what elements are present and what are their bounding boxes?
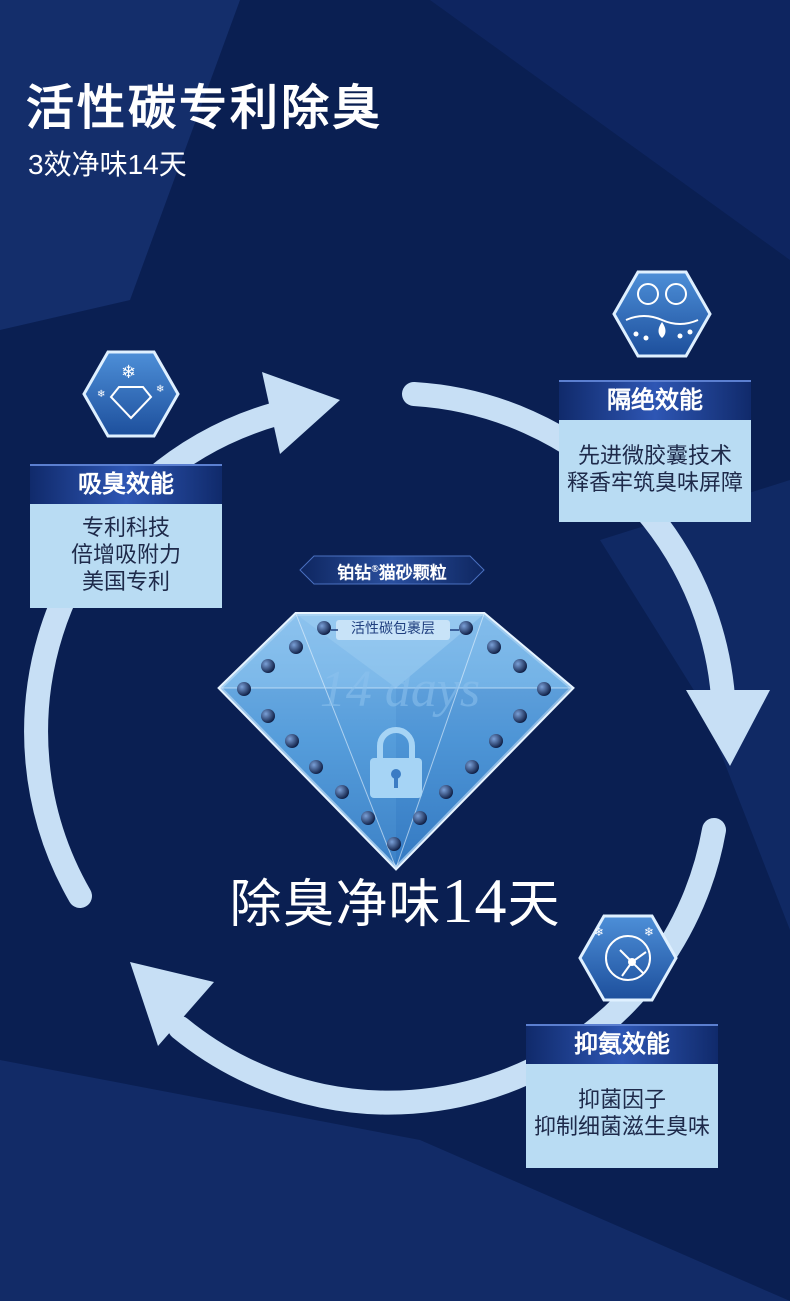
diamond-graphic: [217, 612, 575, 871]
carbon-beads: [237, 621, 551, 851]
bg-panel-top-left: [0, 0, 240, 330]
bacteria-inhibit-icon: ❄ ❄: [578, 914, 678, 1002]
card-barrier: 隔绝效能 先进微胶囊技术 释香牢筑臭味屏障: [559, 380, 751, 522]
card-absorb-line-2: 倍增吸附力: [70, 542, 181, 567]
card-absorb-body: 专利科技 倍增吸附力 美国专利: [30, 504, 222, 608]
card-ammonia-line-1: 抑菌因子: [577, 1087, 666, 1112]
center-title: 除臭净味14天: [0, 862, 790, 938]
lock-icon: [377, 727, 415, 760]
arrow-heads: [130, 372, 770, 1046]
center-title-text: 除臭净味: [229, 877, 442, 934]
microcapsule-barrier-icon: [612, 270, 712, 358]
card-ammonia-body: 抑菌因子 抑制细菌滋生臭味: [526, 1064, 718, 1168]
svg-text:❄: ❄: [594, 925, 604, 939]
card-barrier-title: 隔绝效能: [559, 380, 751, 420]
card-barrier-body: 先进微胶囊技术 释香牢筑臭味屏障: [559, 420, 751, 522]
svg-text:❄: ❄: [97, 389, 105, 400]
card-absorb-line-3: 美国专利: [81, 569, 170, 594]
diamond-snowflake-icon: ❄ ❄ ❄: [82, 350, 180, 438]
days-watermark: 14 days: [319, 661, 481, 718]
card-ammonia: 抑氨效能 抑菌因子 抑制细菌滋生臭味: [526, 1024, 718, 1168]
arrowhead-right: [686, 690, 770, 766]
arrowhead-top: [262, 372, 340, 454]
card-barrier-line-1: 先进微胶囊技术: [577, 443, 732, 468]
page-title: 活性碳专利除臭: [26, 82, 384, 135]
bg-panel-right: [600, 480, 790, 930]
card-barrier-line-2: 释香牢筑臭味屏障: [566, 470, 743, 495]
carbon-layer-label: 活性碳包裹层: [351, 622, 435, 637]
carbon-layer-tag: [336, 620, 450, 640]
svg-text:❄: ❄: [156, 384, 164, 395]
registered-mark: ®: [371, 564, 379, 575]
card-ammonia-title: 抑氨效能: [526, 1024, 718, 1064]
product-badge-label: 铂钻®猫砂颗粒: [300, 556, 484, 584]
product-badge: [299, 555, 485, 585]
bg-panel-top-right: [430, 0, 790, 260]
arrowhead-bottom-left: [130, 962, 214, 1046]
badge-product: 猫砂颗粒: [378, 563, 447, 583]
card-absorb-title: 吸臭效能: [30, 464, 222, 504]
card-absorb-line-1: 专利科技: [81, 515, 170, 540]
bg-panel-bottom: [0, 1060, 790, 1301]
svg-text:❄: ❄: [121, 362, 136, 383]
page-subtitle: 3效净味14天: [28, 149, 187, 180]
svg-text:❄: ❄: [644, 925, 654, 939]
card-absorb: 吸臭效能 专利科技 倍增吸附力 美国专利: [30, 464, 222, 608]
center-title-number: 14: [441, 865, 508, 936]
arrow-bottom: [168, 818, 726, 1115]
card-ammonia-line-2: 抑制细菌滋生臭味: [533, 1114, 710, 1139]
badge-brand: 铂钻: [337, 563, 372, 583]
center-title-unit: 天: [507, 877, 561, 934]
